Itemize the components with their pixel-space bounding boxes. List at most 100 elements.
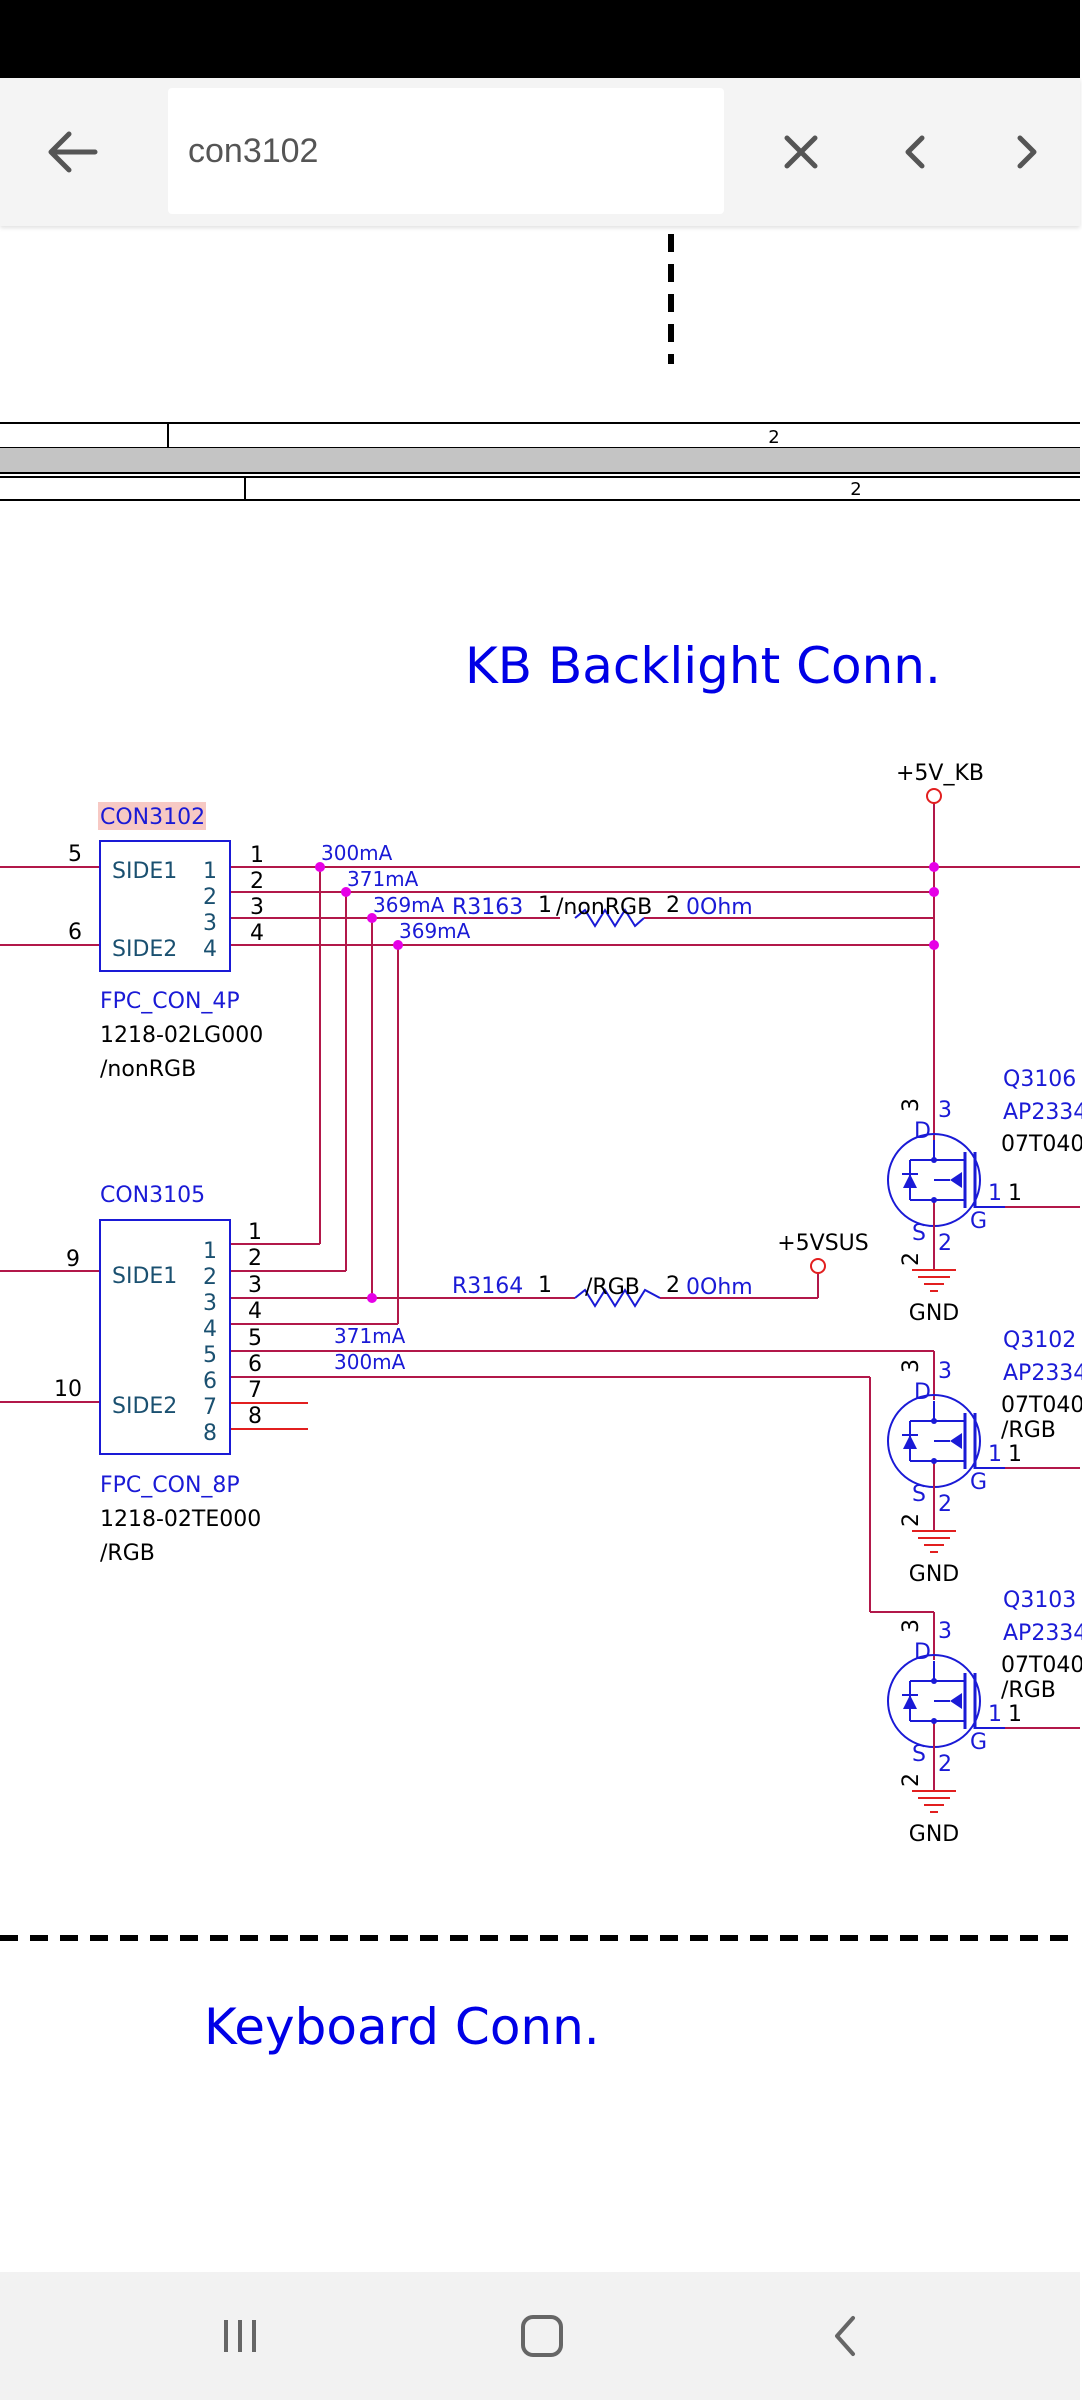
pin-number: 7 xyxy=(203,1395,217,1420)
power-symbol-5v-kb xyxy=(926,788,942,804)
pin-number: 1 xyxy=(203,1239,217,1264)
con3102-side1: SIDE1 xyxy=(112,859,177,884)
side-pin-number: 6 xyxy=(68,920,82,945)
pin-number: 1 xyxy=(248,1220,262,1245)
con3102-footprint: FPC_CON_4P xyxy=(100,989,240,1014)
rail-label-5v-kb: +5V_KB xyxy=(896,761,984,786)
chevron-left-icon xyxy=(905,135,925,169)
r3164-variant: /RGB xyxy=(585,1275,640,1300)
search-toolbar xyxy=(0,78,1080,226)
schematic-sheet: 2 2 KB Backlight Conn. xyxy=(0,234,1082,2056)
q3106-ref: Q3106 xyxy=(1003,1067,1076,1092)
mosfet-pin: 1 xyxy=(988,1181,1002,1206)
gnd-label: GND xyxy=(909,1822,959,1847)
system-back-button[interactable] xyxy=(770,2272,920,2400)
schematic-viewer[interactable]: 2 2 KB Backlight Conn. xyxy=(0,226,1082,2272)
con3105-symbol[interactable]: CON3105 SIDE1 SIDE2 1 2 3 4 5 6 7 8 1 2 … xyxy=(54,1183,262,1566)
con3105-side1: SIDE1 xyxy=(112,1264,177,1289)
con3102-ref: CON3102 xyxy=(100,805,205,830)
recents-button[interactable] xyxy=(165,2272,315,2400)
mosfet-source-label: S xyxy=(912,1221,926,1246)
frame-number: 2 xyxy=(768,427,779,448)
side-pin-number: 10 xyxy=(54,1377,82,1402)
pin-number: 2 xyxy=(250,869,264,894)
mosfet-pin: 2 xyxy=(938,1492,952,1517)
mosfet-pin: 2 xyxy=(899,1513,924,1527)
pin-number: 1 xyxy=(203,859,217,884)
r3163-value: 0Ohm xyxy=(686,895,753,920)
pin-number: 3 xyxy=(250,895,264,920)
ground-symbols xyxy=(912,1269,956,1813)
r3163-pin1: 1 xyxy=(538,893,552,918)
current-label: 369mA xyxy=(373,893,445,917)
q3103-variant: /RGB xyxy=(1001,1678,1056,1703)
q3102-ref: Q3102 xyxy=(1003,1328,1076,1353)
pin-number: 8 xyxy=(203,1421,217,1446)
current-label: 300mA xyxy=(321,841,393,865)
home-button[interactable] xyxy=(467,2272,617,2400)
r3164-pin2: 2 xyxy=(666,1273,680,1298)
mosfet-pin: 1 xyxy=(988,1442,1002,1467)
mosfet-pin: 3 xyxy=(899,1619,924,1633)
frame-table: 2 2 xyxy=(0,422,1080,501)
mosfet-gate-label: G xyxy=(970,1730,987,1755)
current-label: 369mA xyxy=(399,919,471,943)
r3163-ref: R3163 xyxy=(452,895,523,920)
q3106-code: 07T040 xyxy=(1001,1132,1082,1157)
con3105-side2: SIDE2 xyxy=(112,1394,177,1419)
r3163-pin2: 2 xyxy=(666,893,680,918)
pin-number: 4 xyxy=(203,937,217,962)
pin-number: 4 xyxy=(250,921,264,946)
side-pin-number: 9 xyxy=(66,1247,80,1272)
r3164-pin1: 1 xyxy=(538,1273,552,1298)
q3102-part: AP2334 xyxy=(1003,1361,1082,1386)
mosfet-drain-label: D xyxy=(914,1640,931,1665)
frame-number: 2 xyxy=(850,479,861,500)
next-match-button[interactable] xyxy=(972,78,1082,226)
current-label: 371mA xyxy=(347,867,419,891)
con3102-part: 1218-02LG000 xyxy=(100,1023,263,1048)
r3164-labels: R3164 1 /RGB 2 0Ohm xyxy=(452,1273,753,1300)
r3163-resistor xyxy=(574,908,645,928)
pin-number: 2 xyxy=(248,1246,262,1271)
search-box xyxy=(168,88,724,214)
r3164-resistor xyxy=(574,1288,661,1308)
pin-number: 7 xyxy=(248,1378,262,1403)
pin-number: 1 xyxy=(250,843,264,868)
pin-number: 6 xyxy=(248,1352,262,1377)
previous-match-button[interactable] xyxy=(860,78,970,226)
q3102-variant: /RGB xyxy=(1001,1418,1056,1443)
wires xyxy=(0,803,1080,1729)
current-label: 300mA xyxy=(334,1350,406,1374)
pin-number: 5 xyxy=(248,1326,262,1351)
pin-number: 5 xyxy=(203,1343,217,1368)
pin-number: 3 xyxy=(203,1291,217,1316)
junction-dots xyxy=(315,862,939,1303)
q3102-code: 07T040 xyxy=(1001,1393,1082,1418)
back-button[interactable] xyxy=(18,78,128,226)
pin-number: 3 xyxy=(248,1273,262,1298)
q3103-code: 07T040 xyxy=(1001,1653,1082,1678)
mosfet-pin: 2 xyxy=(938,1231,952,1256)
mosfet-pin: 3 xyxy=(899,1098,924,1112)
mosfet-pin: 2 xyxy=(899,1252,924,1266)
con3105-ref: CON3105 xyxy=(100,1183,205,1208)
q3103-mosfet[interactable]: 3 D S 2 G 1 1 3 2 Q3103 AP2334 07T040 /R… xyxy=(887,1588,1082,1791)
mosfet-pin: 3 xyxy=(938,1098,952,1123)
mosfet-source-label: S xyxy=(912,1482,926,1507)
mosfet-pin: 3 xyxy=(899,1359,924,1373)
unused-pins xyxy=(230,1402,308,1430)
q3106-mosfet[interactable]: 3 D S 2 G 1 1 3 2 Q3106 AP2334 07T040 xyxy=(887,1067,1082,1270)
pin-number: 2 xyxy=(203,1265,217,1290)
recents-icon xyxy=(224,2320,256,2352)
system-nav-bar xyxy=(0,2272,1080,2400)
search-input[interactable] xyxy=(188,88,708,214)
pin-number: 2 xyxy=(203,885,217,910)
r3163-labels: R3163 1 /nonRGB 2 0Ohm xyxy=(452,893,753,920)
con3102-symbol[interactable]: CON3102 SIDE1 SIDE2 1 2 3 4 1 2 3 4 5 6 … xyxy=(68,802,264,1082)
pin-number: 4 xyxy=(248,1299,262,1324)
q3102-mosfet[interactable]: 3 D S 2 G 1 1 3 2 Q3102 AP2334 07T040 /R… xyxy=(887,1328,1082,1531)
clear-search-button[interactable] xyxy=(746,78,856,226)
con3105-part: 1218-02TE000 xyxy=(100,1507,261,1532)
arrow-left-icon xyxy=(48,131,98,173)
